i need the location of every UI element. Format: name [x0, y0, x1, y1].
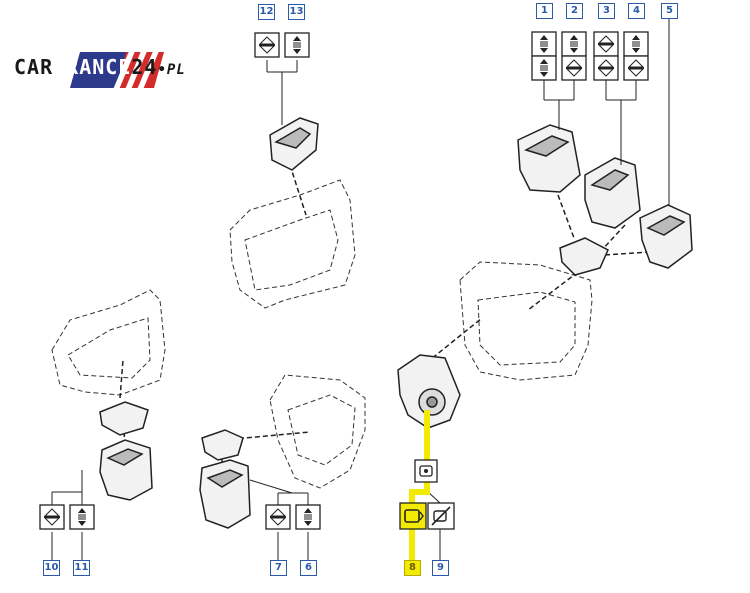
- window-auto-icon: [623, 31, 649, 57]
- logo-flag-icon: [70, 44, 164, 92]
- part-label-8: 8: [404, 560, 421, 576]
- part-label-7: 7: [270, 560, 287, 576]
- part-label-5: 5: [661, 3, 678, 19]
- mirror-select-icon: [414, 459, 438, 483]
- door-outlines: [51, 179, 593, 489]
- leader-lines: [51, 14, 670, 560]
- window-up-down-icon: [593, 31, 619, 57]
- part-label-2: 2: [566, 3, 583, 19]
- logo-text: CARFRANCE24•PL: [14, 55, 186, 79]
- window-auto-icon: [531, 55, 557, 81]
- window-auto-icon: [531, 31, 557, 57]
- part-label-1: 1: [536, 3, 553, 19]
- part-label-4: 4: [628, 3, 645, 19]
- part-label-9: 9: [432, 560, 449, 576]
- window-auto-icon: [295, 504, 321, 530]
- window-auto-icon: [561, 31, 587, 57]
- logo-word-24: 24: [131, 55, 158, 79]
- window-up-down-icon: [39, 504, 65, 530]
- function-symbols: [39, 31, 649, 530]
- logo-word-car: CAR: [14, 55, 54, 79]
- logo-word-pl: •PL: [157, 62, 186, 78]
- window-auto-icon: [284, 32, 310, 58]
- window-up-down-icon: [265, 504, 291, 530]
- yellow-highlight-path: [409, 410, 430, 560]
- arrow-lines: [119, 164, 651, 470]
- window-auto-icon: [69, 504, 95, 530]
- carfrance24-logo: CARFRANCE24•PL: [14, 38, 204, 98]
- window-up-down-icon: [561, 55, 587, 81]
- part-label-3: 3: [598, 3, 615, 19]
- mirror-fold-icon: [427, 502, 455, 530]
- mirror-adjust-icon: [399, 502, 427, 530]
- part-label-6: 6: [300, 560, 317, 576]
- logo-word-france: FRANCE: [53, 55, 132, 79]
- part-label-10: 10: [43, 560, 60, 576]
- window-up-down-icon: [623, 55, 649, 81]
- part-label-11: 11: [73, 560, 90, 576]
- part-label-13: 13: [288, 4, 305, 20]
- window-up-down-icon: [254, 32, 280, 58]
- part-label-12: 12: [258, 4, 275, 20]
- window-up-down-icon: [593, 55, 619, 81]
- switch-parts: [99, 117, 693, 529]
